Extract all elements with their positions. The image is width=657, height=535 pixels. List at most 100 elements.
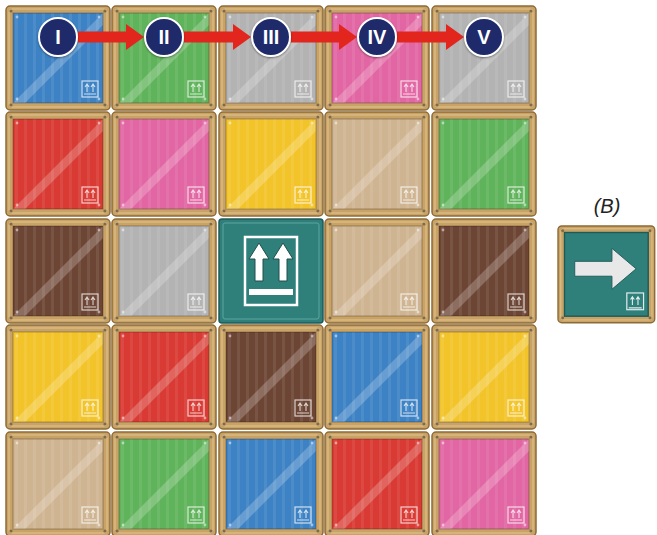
crate-marking bbox=[439, 119, 529, 209]
crate-frame bbox=[219, 325, 323, 429]
crate-face bbox=[13, 13, 103, 103]
crate-face bbox=[119, 226, 209, 316]
crate-face bbox=[119, 439, 209, 529]
this-side-up-icon bbox=[627, 293, 644, 310]
crate-marking bbox=[439, 226, 529, 316]
crate-tile bbox=[432, 325, 536, 429]
crate-frame bbox=[219, 432, 323, 535]
crate-frame bbox=[6, 112, 110, 216]
special-tile bbox=[219, 219, 323, 323]
crate-frame bbox=[558, 226, 655, 323]
crate-marking bbox=[332, 119, 422, 209]
order-arrow bbox=[291, 32, 341, 43]
crate-marking bbox=[439, 13, 529, 103]
crate-tile bbox=[112, 6, 216, 110]
crate-tile bbox=[325, 219, 429, 323]
crate-marking bbox=[332, 439, 422, 529]
up-arrow-symbol bbox=[273, 243, 293, 281]
crate-frame bbox=[6, 325, 110, 429]
crate-face bbox=[439, 226, 529, 316]
crate-face bbox=[13, 226, 103, 316]
this-side-up-box bbox=[245, 237, 297, 305]
roman-numeral: V bbox=[477, 27, 490, 47]
this-side-up-icon bbox=[629, 297, 642, 308]
crate-face bbox=[13, 119, 103, 209]
numbered-badge: III bbox=[251, 17, 291, 57]
crate-tile bbox=[432, 112, 536, 216]
crate-tile bbox=[6, 325, 110, 429]
order-arrow bbox=[397, 32, 448, 43]
crate-frame bbox=[325, 112, 429, 216]
up-arrow-symbol bbox=[249, 243, 269, 281]
crate-face bbox=[439, 332, 529, 422]
tile-face bbox=[219, 219, 323, 323]
crate-tile bbox=[325, 112, 429, 216]
crate-face bbox=[226, 13, 316, 103]
crate-frame bbox=[112, 6, 216, 110]
crate-marking bbox=[439, 332, 529, 422]
crate-face bbox=[332, 226, 422, 316]
crate-face bbox=[439, 13, 529, 103]
crate-marking bbox=[13, 332, 103, 422]
crate-face bbox=[439, 439, 529, 529]
crate-frame bbox=[219, 112, 323, 216]
crate-marking bbox=[119, 226, 209, 316]
crate-marking bbox=[332, 226, 422, 316]
crate-marking bbox=[119, 119, 209, 209]
crate-marking bbox=[13, 439, 103, 529]
crate-face bbox=[226, 119, 316, 209]
roman-numeral: II bbox=[158, 27, 169, 47]
crate-face bbox=[119, 332, 209, 422]
crate-marking bbox=[439, 439, 529, 529]
crate-tile bbox=[219, 6, 323, 110]
crate-marking bbox=[332, 13, 422, 103]
crate-frame bbox=[6, 219, 110, 323]
crate-frame bbox=[325, 219, 429, 323]
crate-marking bbox=[226, 439, 316, 529]
crate-tile bbox=[432, 6, 536, 110]
crate-marking bbox=[119, 332, 209, 422]
crate-frame bbox=[6, 432, 110, 535]
crate-face bbox=[332, 439, 422, 529]
crate-tile bbox=[432, 219, 536, 323]
crate-marking bbox=[226, 13, 316, 103]
crate-tile bbox=[112, 325, 216, 429]
crate-frame bbox=[432, 325, 536, 429]
push-arrow-symbol bbox=[575, 248, 636, 289]
crate-marking bbox=[119, 439, 209, 529]
crate-marking bbox=[13, 119, 103, 209]
crate-tile bbox=[6, 6, 110, 110]
crate-tile bbox=[325, 432, 429, 535]
crate-tile bbox=[6, 432, 110, 535]
roman-numeral: IV bbox=[368, 27, 387, 47]
crate-face bbox=[226, 439, 316, 529]
crate-tile bbox=[6, 219, 110, 323]
crate-tile bbox=[219, 112, 323, 216]
numbered-badge: V bbox=[464, 17, 504, 57]
crate-tile bbox=[325, 6, 429, 110]
crate-tile bbox=[6, 112, 110, 216]
crate-tile bbox=[112, 432, 216, 535]
crate-marking bbox=[226, 119, 316, 209]
order-arrow bbox=[78, 32, 128, 43]
crate-face bbox=[332, 332, 422, 422]
crate-face bbox=[332, 119, 422, 209]
crate-frame bbox=[432, 112, 536, 216]
crate-face bbox=[119, 119, 209, 209]
crate-face bbox=[119, 13, 209, 103]
tile-edge bbox=[565, 233, 649, 317]
crate-tile bbox=[112, 219, 216, 323]
crate-marking bbox=[332, 332, 422, 422]
crate-tile bbox=[325, 325, 429, 429]
base-line-symbol bbox=[249, 289, 293, 295]
crate-frame bbox=[112, 432, 216, 535]
crate-face bbox=[226, 332, 316, 422]
crate-tile bbox=[112, 112, 216, 216]
crate-face bbox=[13, 439, 103, 529]
crate-face bbox=[332, 13, 422, 103]
crate-tile bbox=[219, 325, 323, 429]
roman-numeral: III bbox=[263, 27, 280, 47]
